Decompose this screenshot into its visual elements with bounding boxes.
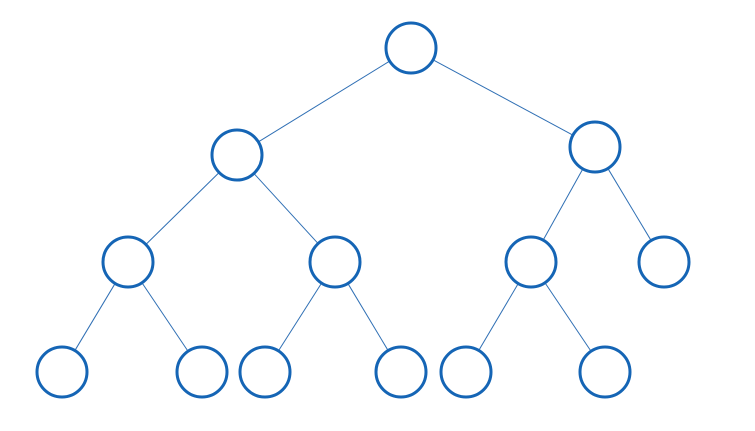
tree-edges (74, 59, 652, 352)
tree-edge-rl-rll (478, 283, 519, 351)
tree-node-circle (384, 21, 438, 75)
tree-node-rl (504, 235, 558, 289)
tree-edge-l-ll (145, 172, 220, 245)
tree-edge-root-r (432, 59, 574, 136)
tree-node-rr (637, 235, 691, 289)
tree-nodes (35, 21, 691, 399)
tree-node-circle (210, 128, 264, 182)
tree-node-root (384, 21, 438, 75)
tree-edge-r-rl (542, 168, 584, 241)
tree-edge-r-rr (607, 168, 652, 241)
tree-edge-ll-llr (141, 282, 189, 352)
tree-node-circle (504, 235, 558, 289)
tree-edge-lr-lrr (347, 283, 389, 351)
tree-node-ll (101, 235, 155, 289)
tree-node-circle (238, 345, 292, 399)
tree-node-lll (35, 345, 89, 399)
tree-node-llr (175, 345, 229, 399)
tree-edge-ll-lll (74, 283, 116, 351)
tree-node-lrl (238, 345, 292, 399)
tree-node-circle (578, 345, 632, 399)
tree-node-circle (637, 235, 691, 289)
tree-node-circle (35, 345, 89, 399)
tree-node-circle (374, 345, 428, 399)
tree-node-circle (439, 345, 493, 399)
tree-node-circle (175, 345, 229, 399)
tree-node-circle (101, 235, 155, 289)
tree-edge-lr-lrl (278, 282, 322, 352)
tree-node-lrr (374, 345, 428, 399)
tree-edge-l-lr (253, 173, 319, 244)
tree-node-lr (308, 235, 362, 289)
tree-node-circle (568, 120, 622, 174)
tree-edge-root-l (258, 60, 390, 143)
tree-node-rll (439, 345, 493, 399)
tree-node-r (568, 120, 622, 174)
tree-node-rlr (578, 345, 632, 399)
tree-node-circle (308, 235, 362, 289)
tree-node-l (210, 128, 264, 182)
tree-edge-rl-rlr (544, 282, 592, 352)
